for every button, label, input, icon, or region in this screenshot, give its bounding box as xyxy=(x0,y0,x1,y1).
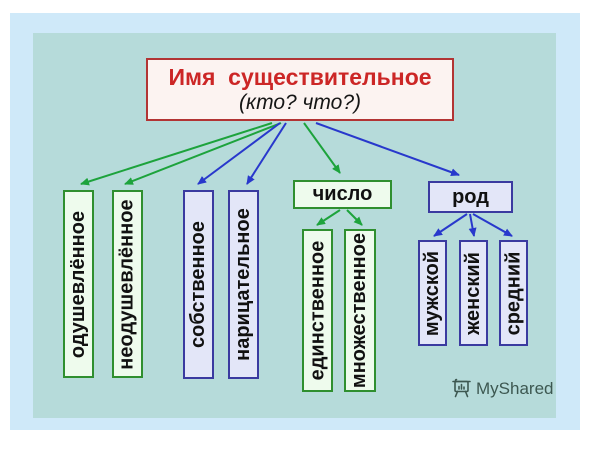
node-neuter-label: средний xyxy=(502,251,525,335)
root-node-noun: Имя существительное (кто? что?) xyxy=(146,58,454,121)
node-inanimate: неодушевлённое xyxy=(112,190,143,378)
node-number-label: число xyxy=(312,183,373,205)
node-proper: собственное xyxy=(183,190,214,379)
node-common: нарицательное xyxy=(228,190,259,379)
node-animate-label: одушевлённое xyxy=(67,210,90,358)
node-plural-label: множественное xyxy=(348,232,371,389)
root-subtitle: (кто? что?) xyxy=(238,90,362,114)
node-feminine-label: женский xyxy=(462,251,484,335)
node-animate: одушевлённое xyxy=(63,190,94,378)
node-masculine: мужской xyxy=(418,240,447,346)
node-number: число xyxy=(293,180,392,209)
myshared-watermark: MyShared xyxy=(451,377,553,400)
node-singular: единственное xyxy=(302,229,333,392)
myshared-label: MyShared xyxy=(476,378,554,398)
presentation-board-icon xyxy=(452,378,471,398)
node-masculine-label: мужской xyxy=(421,250,444,336)
node-common-label: нарицательное xyxy=(232,208,254,361)
node-singular-label: единственное xyxy=(306,240,329,381)
node-plural: множественное xyxy=(344,229,376,392)
root-title: Имя существительное xyxy=(168,64,432,91)
node-neuter: средний xyxy=(499,240,528,346)
node-proper-label: собственное xyxy=(187,220,210,349)
node-gender: род xyxy=(428,181,513,213)
node-feminine: женский xyxy=(459,240,488,346)
node-inanimate-label: неодушевлённое xyxy=(116,198,138,370)
node-gender-label: род xyxy=(452,185,489,208)
